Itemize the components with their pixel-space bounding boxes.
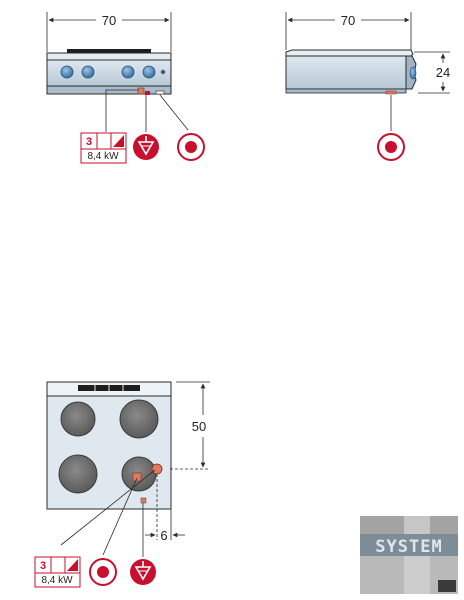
watermark-text: SYSTEM	[375, 537, 442, 557]
three-phase-power-icon	[67, 559, 78, 571]
side-height-dimension: 24	[414, 51, 450, 94]
leader-line	[159, 94, 189, 131]
top-offset-label: 6	[160, 528, 167, 543]
control-knob	[121, 65, 135, 79]
connection-marker	[385, 90, 397, 95]
top-offset-dimension: 6	[145, 469, 185, 543]
power-rating: 8,4 kW	[41, 575, 73, 586]
equipotential-connection-marker	[155, 90, 165, 95]
leader-line	[102, 477, 138, 556]
top-appliance-body	[46, 381, 172, 510]
water-inlet-icon	[133, 134, 159, 160]
leader-line	[105, 89, 139, 132]
three-phase-power-icon	[113, 135, 124, 147]
control-knob	[60, 65, 74, 79]
front-view: 70 3	[46, 12, 205, 164]
electric-connection-icon	[89, 558, 117, 586]
hot-plate	[119, 399, 159, 439]
control-knob	[81, 65, 95, 79]
top-depth-label: 50	[192, 419, 206, 434]
side-width-label: 70	[341, 13, 355, 28]
control-knob	[142, 65, 156, 79]
leader-line	[60, 469, 156, 546]
power-phases: 3	[40, 560, 46, 572]
electric-connection-icon	[177, 133, 205, 161]
power-phases: 3	[86, 136, 92, 148]
electric-connection-marker	[137, 87, 145, 95]
power-rating-box: 3 8,4 kW	[34, 556, 81, 588]
side-view: 70 24	[285, 12, 450, 161]
electric-connection-icon	[377, 133, 405, 161]
equipotential-connection-marker	[140, 497, 147, 504]
water-connection-marker	[132, 472, 142, 482]
side-appliance-body	[285, 49, 417, 95]
front-width-label: 70	[102, 13, 116, 28]
control-knob	[409, 66, 417, 80]
side-width-dimension: 70	[285, 12, 412, 50]
top-depth-dimension: 50	[170, 381, 210, 470]
top-view: 50 6 3 8,4 kW	[34, 381, 210, 588]
side-height-label: 24	[436, 65, 450, 80]
front-width-dimension: 70	[46, 12, 172, 52]
hot-plate	[60, 401, 96, 437]
power-rating: 8,4 kW	[87, 151, 119, 162]
indicator-light	[160, 69, 166, 75]
power-rating-box: 3 8,4 kW	[80, 132, 127, 164]
water-inlet-icon	[130, 559, 156, 585]
electric-connection-marker	[151, 463, 163, 475]
control-knobs	[60, 65, 166, 79]
system-watermark-logo: SYSTEM	[360, 516, 458, 594]
water-connection-marker	[145, 91, 150, 95]
hot-plate	[58, 454, 98, 494]
